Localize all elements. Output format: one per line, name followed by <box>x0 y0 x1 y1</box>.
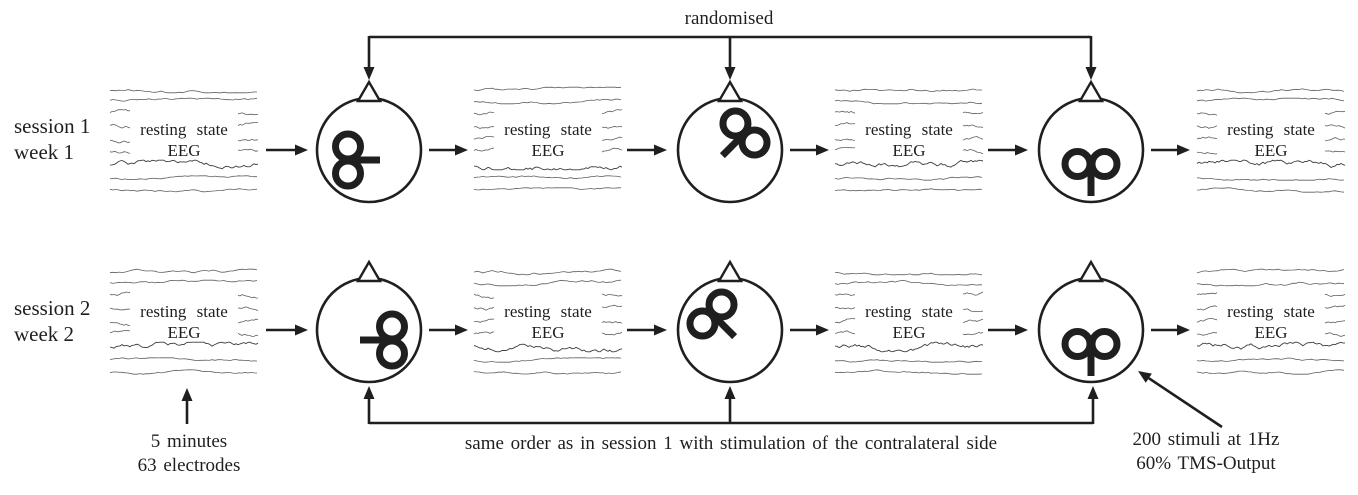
flow-arrow <box>627 144 667 156</box>
head-top-view-icon head-session2-left-angled-coil <box>676 259 784 384</box>
order-arrow-right <box>1087 386 1099 424</box>
flow-arrow <box>790 324 829 336</box>
session1-line2: week 1 <box>14 140 75 164</box>
nose-icon <box>1077 79 1105 103</box>
flow-arrow <box>1151 324 1190 336</box>
flow-arrow <box>790 144 829 156</box>
nose-icon <box>355 259 383 283</box>
eeg-panel-label-line1: resting state <box>1227 120 1315 139</box>
eeg-panel-label-line1: resting state <box>865 302 953 321</box>
session2-label: session 2 week 2 <box>14 295 90 347</box>
flow-arrow <box>627 324 667 336</box>
randomised-label: randomised <box>684 8 774 29</box>
eeg-panel-label-line2: EEG <box>1254 323 1288 342</box>
head-top-view-icon head-session1-right-angled-coil <box>676 79 784 204</box>
eeg-panel <box>834 272 984 375</box>
recording-arrow <box>181 388 193 424</box>
head-top-view-icon head-session2-midline-coil <box>1037 259 1145 384</box>
flow-arrow <box>429 324 468 336</box>
session1-label: session 1 week 1 <box>14 113 90 165</box>
stimulation-note: 200 stimuli at 1Hz 60% TMS-Output <box>1133 428 1280 476</box>
head-top-view-icon head-session2-right-coil <box>315 259 423 384</box>
eeg-panel <box>109 268 259 375</box>
eeg-panel-label-line1: resting state <box>865 120 953 139</box>
randomised-arrow-right <box>1085 36 1097 80</box>
head-top-view-icon head-session1-midline-coil <box>1037 79 1145 204</box>
stimulation-line1: 200 stimuli at 1Hz <box>1132 429 1280 450</box>
tms-figure8-coil-icon <box>719 107 771 159</box>
recording-note: 5 minutes 63 electrodes <box>138 430 241 478</box>
eeg-panel-label-line1: resting state <box>504 302 592 321</box>
nose-icon <box>1077 259 1105 283</box>
tms-figure8-coil-icon <box>686 288 738 340</box>
randomised-arrow-middle <box>724 36 736 80</box>
randomised-arrow-left <box>363 36 375 80</box>
flow-arrow <box>1151 144 1190 156</box>
session1-line1: session 1 <box>14 114 91 138</box>
session2-line1: session 2 <box>14 296 91 320</box>
flow-arrow <box>988 324 1028 336</box>
eeg-panel <box>473 268 623 375</box>
eeg-panel-label-line1: resting state <box>1227 302 1315 321</box>
eeg-panel <box>1196 268 1346 375</box>
eeg-panel <box>1196 88 1346 193</box>
eeg-panel-label-line1: resting state <box>140 120 228 139</box>
session2-line2: week 2 <box>14 322 75 346</box>
tms-figure8-coil-icon <box>360 310 408 370</box>
eeg-panel-label-line2: EEG <box>167 141 201 160</box>
eeg-panel-label-line2: EEG <box>1254 141 1288 160</box>
stimulation-arrow <box>1138 371 1223 429</box>
eeg-panel-label-line1: resting state <box>140 302 228 321</box>
tms-figure8-coil-icon <box>332 130 380 190</box>
eeg-panel-label-line2: EEG <box>167 323 201 342</box>
nose-icon <box>716 79 744 103</box>
eeg-panel-label-line1: resting state <box>504 120 592 139</box>
tms-figure8-coil-icon <box>1061 328 1121 376</box>
stimulation-line2: 60% TMS-Output <box>1136 453 1276 474</box>
eeg-panel-label-line2: EEG <box>892 323 926 342</box>
order-arrow-left <box>363 386 375 424</box>
flow-arrow <box>266 324 308 336</box>
order-arrow-middle <box>724 386 736 424</box>
flow-arrow <box>988 144 1028 156</box>
nose-icon <box>716 259 744 283</box>
recording-line1: 5 minutes <box>150 431 228 452</box>
order-note: same order as in session 1 with stimulat… <box>464 433 998 454</box>
nose-icon <box>355 79 383 103</box>
eeg-panel <box>109 89 259 193</box>
flow-arrow <box>429 144 468 156</box>
eeg-panel <box>473 86 623 191</box>
eeg-panel-label-line2: EEG <box>531 323 565 342</box>
eeg-panel <box>834 88 984 192</box>
head-top-view-icon head-session1-left-coil <box>315 79 423 204</box>
recording-line2: 63 electrodes <box>137 455 241 476</box>
tms-figure8-coil-icon <box>1061 148 1121 196</box>
flow-arrow <box>266 144 308 156</box>
eeg-panel-label-line2: EEG <box>892 141 926 160</box>
eeg-panel-label-line2: EEG <box>531 141 565 160</box>
